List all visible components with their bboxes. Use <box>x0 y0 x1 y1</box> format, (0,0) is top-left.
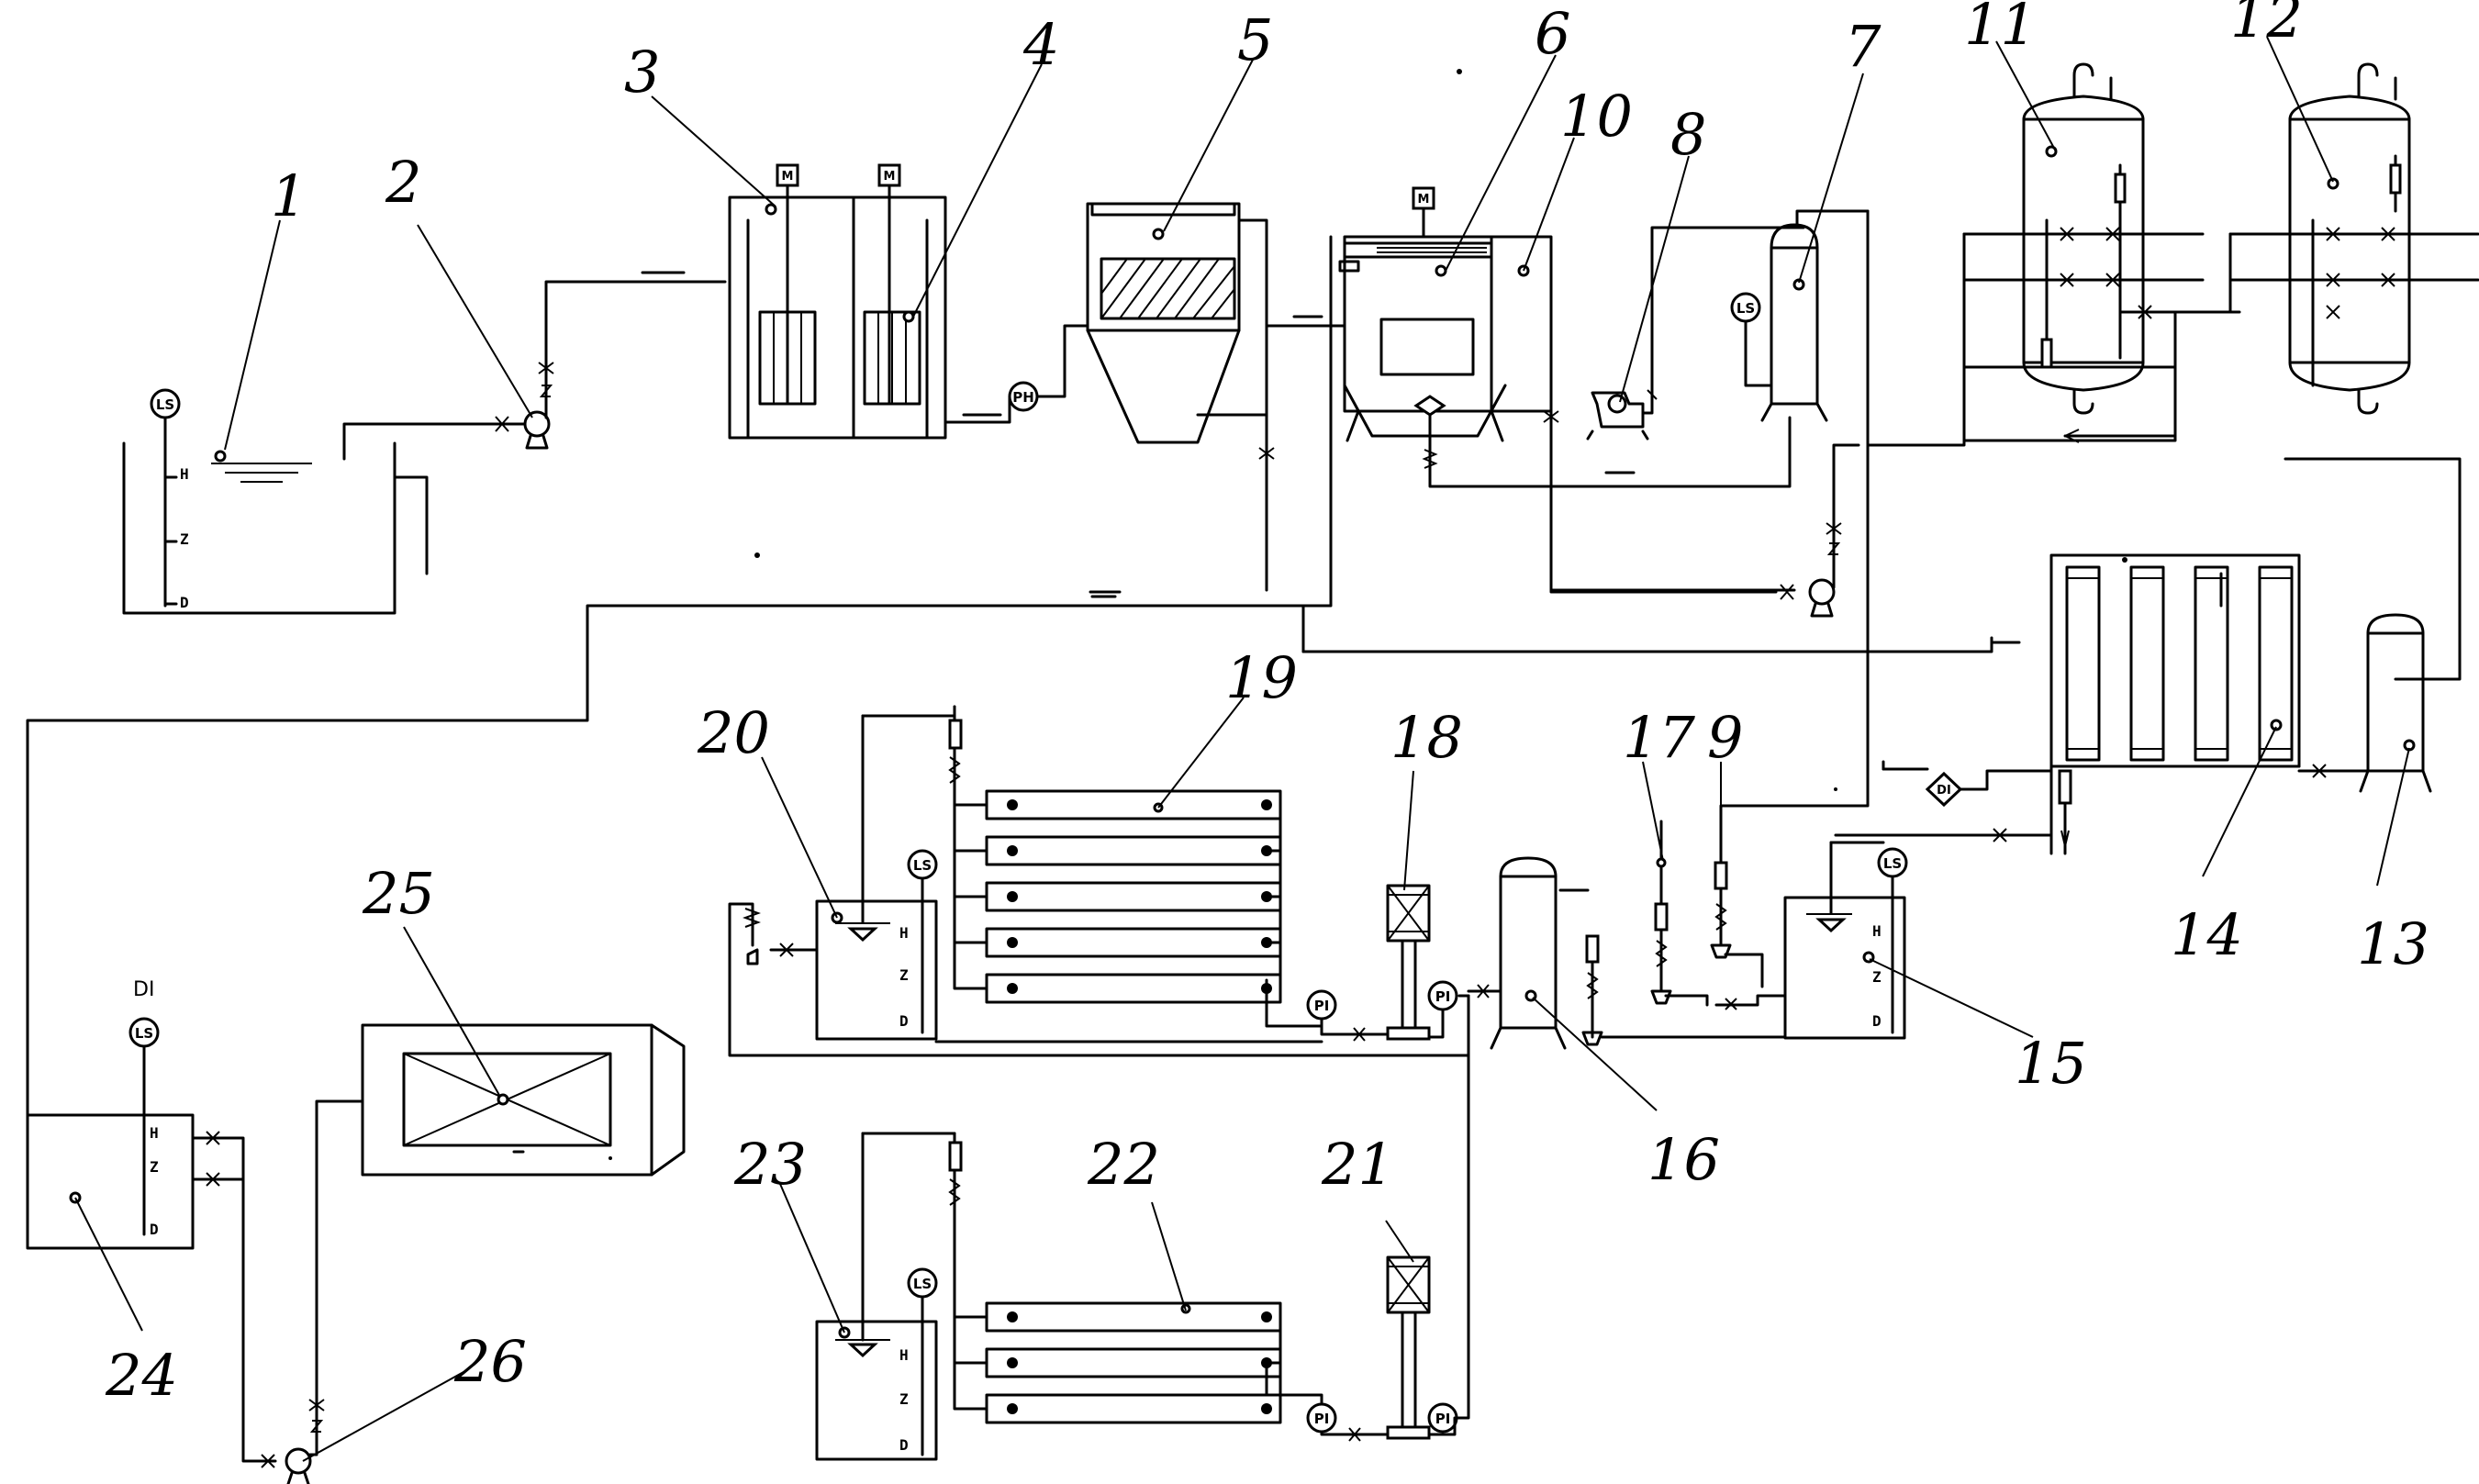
callout-18: 18 <box>1390 704 1463 771</box>
callout-6: 6 <box>1535 0 1570 67</box>
equipment-21-cartridge-filter: PI PI <box>1265 1054 1470 1442</box>
level-mark-23-low: D <box>899 1436 909 1454</box>
callout-21: 21 <box>1321 1131 1394 1198</box>
level-mark-20-middle: Z <box>899 966 909 984</box>
level-switch-7-label: LS <box>1736 300 1755 317</box>
ph-meter-label: PH <box>1012 389 1034 406</box>
level-switch-15-label: LS <box>1883 855 1902 872</box>
equipment-25-unit <box>361 1023 686 1177</box>
callout-17: 17 <box>1623 704 1695 771</box>
equipment-11-ion-exchanger <box>1962 62 2241 442</box>
level-switch-1-label: LS <box>156 396 174 413</box>
pipe-main-line <box>26 235 2021 1117</box>
callout-numbers: 1 2 3 4 5 6 7 8 9 10 11 12 13 14 15 16 1… <box>105 0 2429 1409</box>
level-mark-23-middle: Z <box>899 1390 909 1408</box>
level-mark-24-low: D <box>150 1221 159 1238</box>
equipment-19-membrane-stack <box>948 705 1282 1004</box>
level-mark-15-low: D <box>1872 1012 1882 1030</box>
callout-1: 1 <box>271 162 307 229</box>
callout-14: 14 <box>2171 901 2243 968</box>
callout-13: 13 <box>2357 910 2429 977</box>
motor-6-label: M <box>1418 193 1430 206</box>
callout-15: 15 <box>2015 1030 2087 1097</box>
equipment-8-air-compressor <box>1586 226 1805 474</box>
motor-3-label: M <box>782 170 794 184</box>
level-mark-high: H <box>180 465 189 483</box>
equipment-18-cartridge-filter: PI PI <box>1265 884 1470 1042</box>
callout-20: 20 <box>697 699 770 766</box>
callout-4: 4 <box>1022 11 1059 78</box>
level-mark-20-high: H <box>899 924 909 942</box>
level-mark-20-low: D <box>899 1012 909 1030</box>
callout-7: 7 <box>1845 13 1882 80</box>
level-switch-20-label: LS <box>913 857 932 874</box>
pressure-gauge-19-label: PI <box>1314 998 1330 1014</box>
pipe-reaction-to-settler: PH <box>944 324 1089 424</box>
equipment-6-flotation: M <box>1265 186 1796 592</box>
callout-8: 8 <box>1670 101 1706 168</box>
callout-3: 3 <box>624 39 660 106</box>
di-tank-label: DI <box>133 978 154 1001</box>
motor-4-label: M <box>884 170 896 184</box>
pressure-gauge-18-label: PI <box>1435 988 1451 1005</box>
callout-10: 10 <box>1560 83 1633 150</box>
callout-26: 26 <box>453 1328 527 1395</box>
equipment-16-pressure-tank <box>1467 856 1617 1050</box>
callout-25: 25 <box>362 860 435 927</box>
level-mark-23-high: H <box>899 1346 909 1364</box>
equipment-7-pressure-vessel: LS <box>1730 209 1870 422</box>
callout-12: 12 <box>2230 0 2303 50</box>
equipment-15-di-tank: LS H Z D <box>1614 841 1908 1040</box>
callout-16: 16 <box>1647 1126 1720 1193</box>
level-switch-23-label: LS <box>913 1276 932 1292</box>
callout-9: 9 <box>1707 704 1743 771</box>
equipment-17-dosing <box>1650 820 1737 1010</box>
pipe-to-tank-15 <box>1719 209 2177 860</box>
level-mark-15-middle: Z <box>1872 968 1882 986</box>
equipment-9-dosing <box>1710 856 1764 988</box>
equipment-5-settler <box>1086 202 1275 598</box>
callout-2: 2 <box>385 149 421 216</box>
equipment-1-raw-tank: LS H Z D <box>122 388 502 615</box>
equipment-20-tank: LS H Z D <box>728 714 1470 1057</box>
callout-24: 24 <box>105 1342 178 1409</box>
callout-leaders <box>74 36 2410 1462</box>
equipment-26-transfer-pump <box>261 1099 364 1484</box>
level-mark-low: D <box>180 594 189 611</box>
di-indicator-label: DI <box>1937 784 1951 798</box>
callout-11: 11 <box>1964 0 2037 58</box>
level-mark-15-high: H <box>1872 922 1882 940</box>
callout-5: 5 <box>1237 6 1273 73</box>
callout-23: 23 <box>733 1131 807 1198</box>
equipment-3-reaction-tank: M M <box>728 163 947 440</box>
level-mark-middle: Z <box>180 530 189 548</box>
equipment-13-vessel <box>2297 613 2432 793</box>
pressure-gauge-21-label: PI <box>1435 1411 1451 1427</box>
callout-22: 22 <box>1087 1131 1160 1198</box>
pump-recirculation <box>1549 443 1860 618</box>
equipment-24-di-water-tank: DI LS H Z D <box>26 978 277 1463</box>
level-mark-24-high: H <box>150 1124 159 1142</box>
stray-marks <box>609 69 2127 1160</box>
equipment-14-filter-bank: DI <box>1834 553 2301 855</box>
level-switch-24-label: LS <box>135 1025 153 1042</box>
equipment-12-ion-exchanger <box>2063 62 2479 681</box>
equipment-2-lift-pump <box>495 271 727 450</box>
equipment-23-tank: LS H Z D <box>815 1132 956 1461</box>
callout-19: 19 <box>1225 644 1298 711</box>
equipment-22-membrane-stack <box>948 1132 1282 1424</box>
pressure-gauge-22-label: PI <box>1314 1411 1330 1427</box>
level-mark-24-middle: Z <box>150 1158 159 1176</box>
